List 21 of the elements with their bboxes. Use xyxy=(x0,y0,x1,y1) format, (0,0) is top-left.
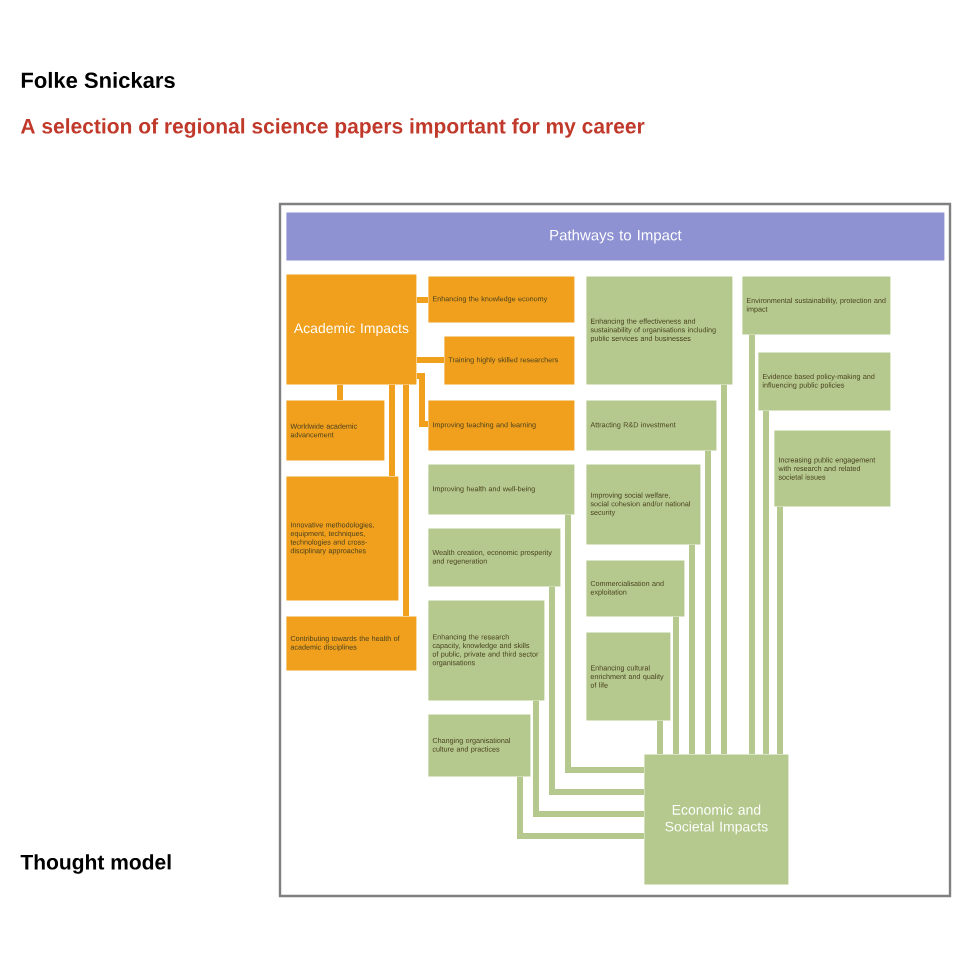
connector-line xyxy=(689,544,695,754)
subtitle: A selection of regional science papers important for my career xyxy=(20,118,645,138)
connector-line xyxy=(389,384,395,476)
connector-line xyxy=(705,450,711,754)
connector-line xyxy=(721,384,727,754)
connector-line xyxy=(549,586,644,795)
connector-line xyxy=(517,776,644,839)
connector-line xyxy=(749,334,755,754)
connector-line xyxy=(565,514,644,773)
caption: Thought model xyxy=(20,854,171,874)
connector-line xyxy=(777,506,783,754)
title: Folke Snickars xyxy=(21,71,175,89)
connector-line xyxy=(416,357,444,363)
connector-line xyxy=(763,410,769,754)
connector-line xyxy=(416,373,428,427)
connector-line xyxy=(416,297,428,303)
connector-line xyxy=(657,720,663,754)
connector-line xyxy=(533,700,644,817)
connector-line xyxy=(337,384,343,400)
connector-line xyxy=(403,384,409,616)
connector-line xyxy=(673,616,679,754)
